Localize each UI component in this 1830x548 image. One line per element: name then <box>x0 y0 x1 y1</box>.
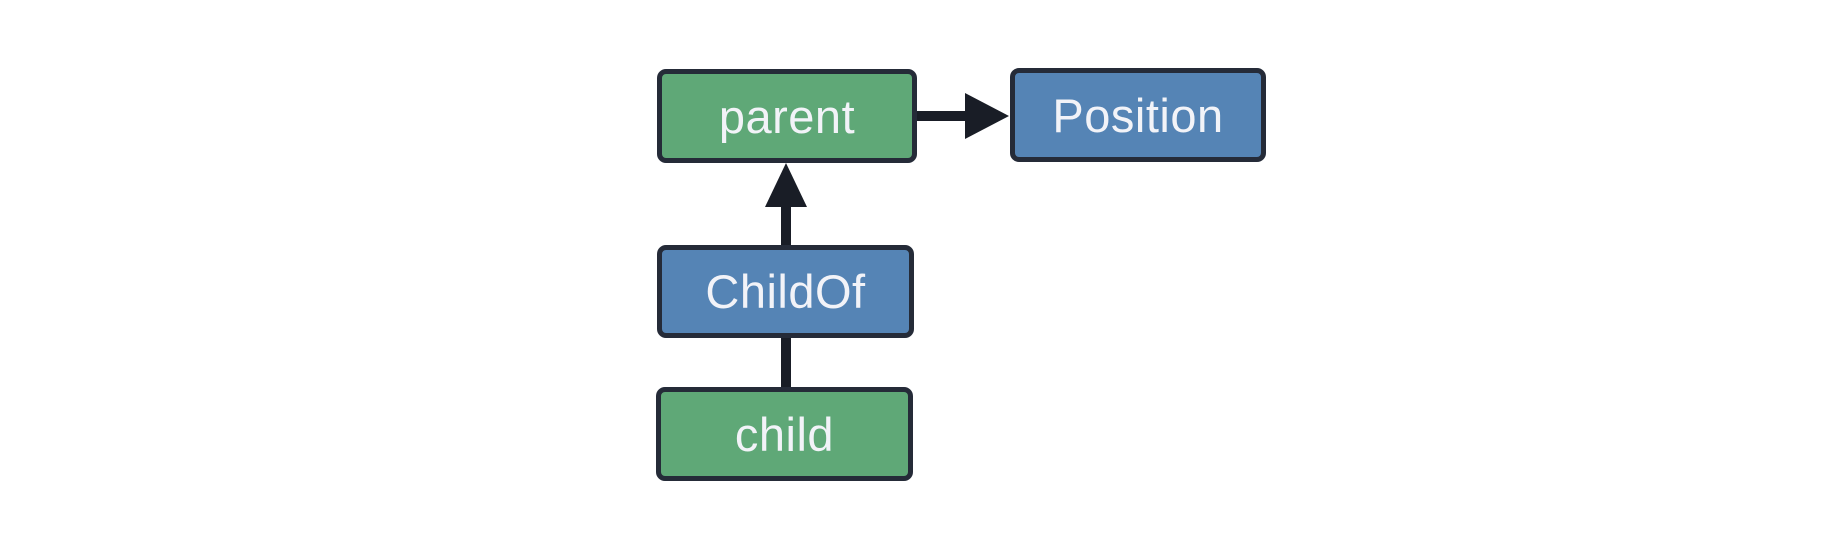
node-child: child <box>656 387 913 481</box>
edge-childof-to-parent-arrowhead-icon <box>765 163 807 207</box>
node-parent-label: parent <box>718 89 856 143</box>
edge-parent-to-position <box>916 93 1009 139</box>
node-position-label: Position <box>1052 88 1224 142</box>
node-position: Position <box>1010 68 1266 162</box>
node-parent: parent <box>657 69 917 163</box>
node-childof: ChildOf <box>657 245 914 338</box>
node-childof-label: ChildOf <box>705 265 866 318</box>
edge-parent-to-position-arrowhead-icon <box>965 93 1009 139</box>
node-child-label: child <box>734 407 835 461</box>
edge-childof-to-parent <box>765 163 807 246</box>
